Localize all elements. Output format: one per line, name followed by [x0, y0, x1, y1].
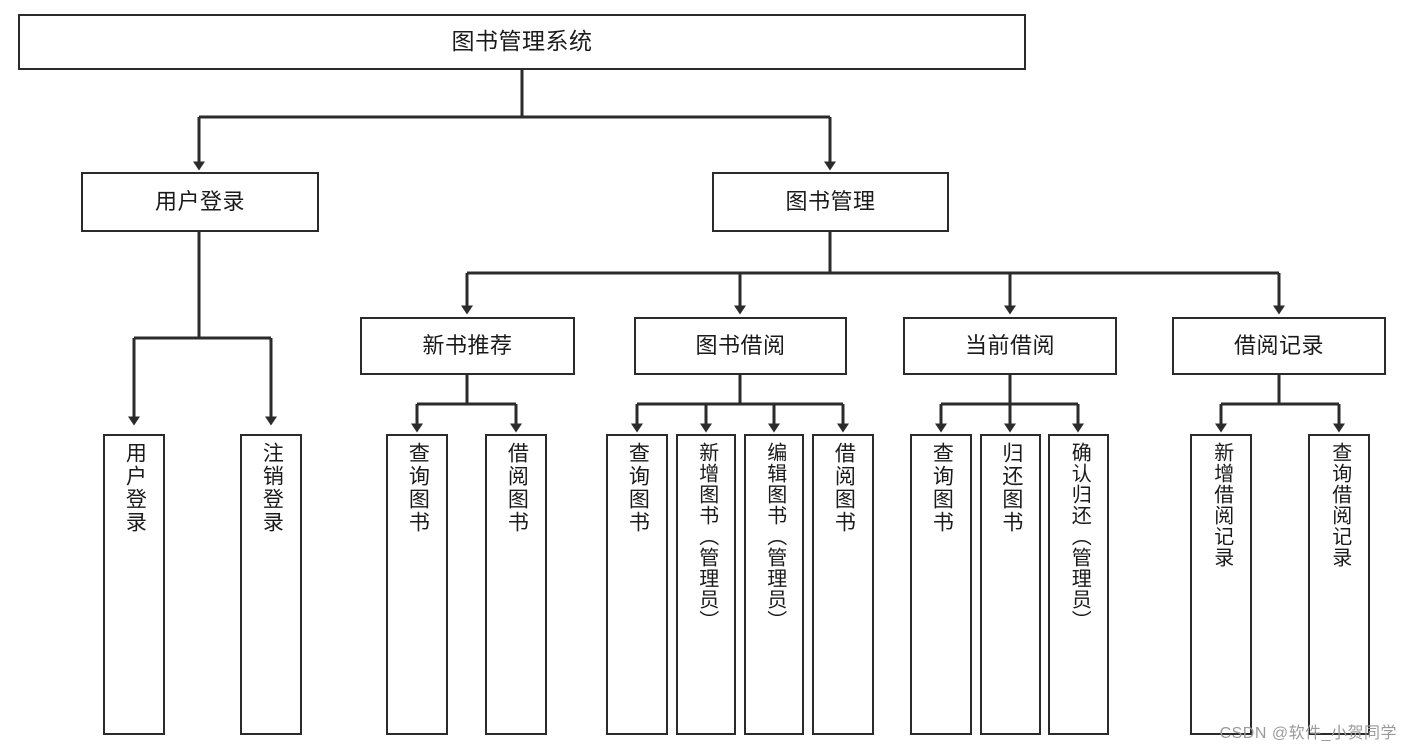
leaf-current-borrow-query-book[interactable]: 查询图书 [910, 434, 972, 735]
node-current-borrow[interactable]: 当前借阅 [903, 317, 1117, 375]
node-label: 借阅图书 [832, 442, 856, 534]
leaf-current-borrow-confirm-return-admin[interactable]: 确认归还（管理员） [1048, 434, 1109, 735]
node-new-book-recommend[interactable]: 新书推荐 [360, 317, 575, 375]
node-label: 查询图书 [626, 442, 650, 534]
node-borrow-record[interactable]: 借阅记录 [1172, 317, 1386, 375]
leaf-new-book-borrow-book[interactable]: 借阅图书 [485, 434, 547, 735]
node-label: 用户登录 [154, 189, 245, 215]
node-label: 图书管理 [785, 189, 876, 215]
node-root-book-management-system[interactable]: 图书管理系统 [18, 14, 1026, 70]
leaf-new-book-query-book[interactable]: 查询图书 [386, 434, 448, 735]
node-label: 注销登录 [260, 442, 284, 534]
node-book-management[interactable]: 图书管理 [712, 172, 949, 232]
node-label: 查询图书 [930, 442, 954, 534]
leaf-book-borrow-edit-book-admin[interactable]: 编辑图书（管理员） [744, 434, 804, 735]
node-label: 当前借阅 [964, 333, 1055, 359]
leaf-borrow-record-add-record[interactable]: 新增借阅记录 [1190, 434, 1252, 735]
node-label: 编辑图书（管理员） [763, 442, 786, 631]
leaf-user-login-logout[interactable]: 注销登录 [240, 434, 302, 735]
csdn-watermark: CSDN @软件_小贺同学 [1219, 725, 1397, 742]
leaf-book-borrow-add-book-admin[interactable]: 新增图书（管理员） [676, 434, 736, 735]
node-label: 借阅图书 [505, 442, 529, 534]
node-label: 查询图书 [406, 442, 430, 534]
node-label: 查询借阅记录 [1328, 442, 1351, 568]
leaf-book-borrow-borrow-book[interactable]: 借阅图书 [812, 434, 874, 735]
node-label: 图书管理系统 [451, 28, 593, 55]
node-label: 归还图书 [999, 442, 1023, 534]
leaf-current-borrow-return-book[interactable]: 归还图书 [980, 434, 1041, 735]
leaf-book-borrow-query-book[interactable]: 查询图书 [606, 434, 668, 735]
leaf-user-login-login[interactable]: 用户登录 [103, 434, 165, 735]
node-label: 新书推荐 [422, 333, 513, 359]
node-label: 新增图书（管理员） [695, 442, 718, 631]
node-user-login[interactable]: 用户登录 [81, 172, 319, 232]
leaf-borrow-record-query-record[interactable]: 查询借阅记录 [1308, 434, 1370, 735]
node-book-borrow[interactable]: 图书借阅 [634, 317, 847, 375]
node-label: 借阅记录 [1233, 333, 1324, 359]
node-label: 确认归还（管理员） [1068, 442, 1091, 631]
node-label: 图书借阅 [695, 333, 786, 359]
node-label: 用户登录 [123, 442, 147, 534]
node-label: 新增借阅记录 [1210, 442, 1233, 568]
